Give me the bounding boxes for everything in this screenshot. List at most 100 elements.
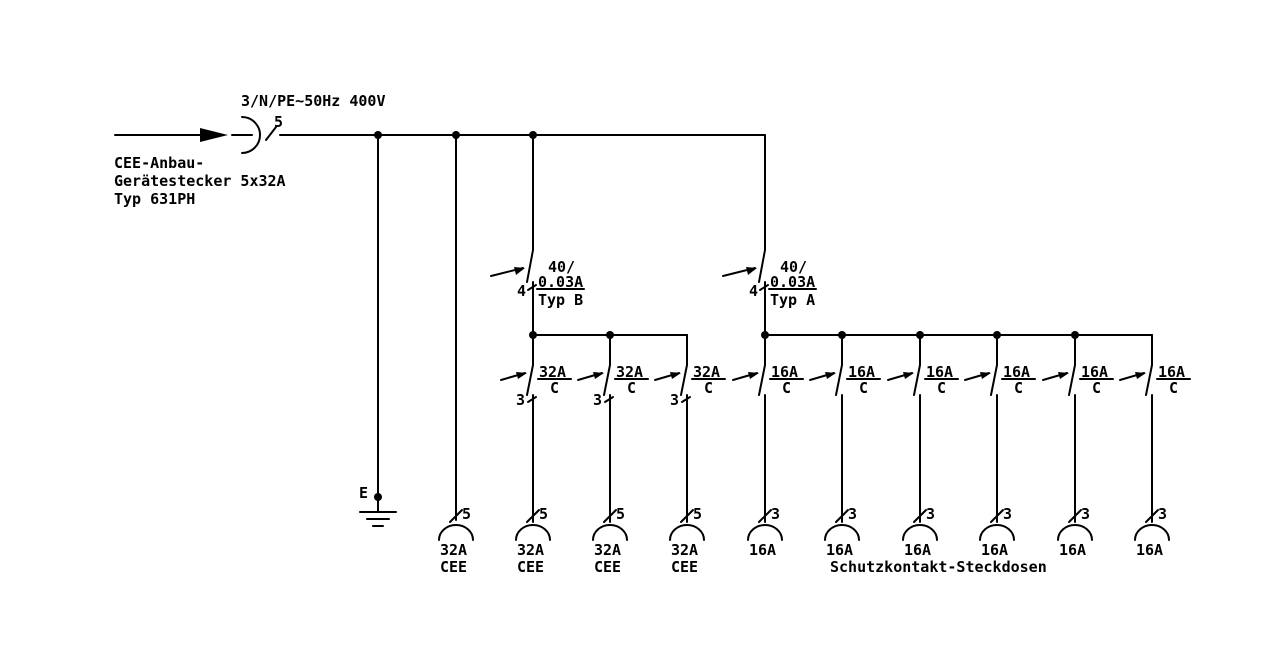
outlet-socket-icon (669, 524, 705, 541)
breaker-curve: C (1014, 379, 1023, 397)
breaker-curve: C (1092, 379, 1101, 397)
outlet-rating: 16A (1136, 541, 1163, 559)
outlet-conductor-count: 3 (771, 505, 780, 523)
plug-label-line-2: Gerätestecker 5x32A (114, 172, 286, 190)
rcd-a-contact (758, 249, 766, 283)
breaker-actuator-head (748, 372, 759, 379)
outlet-conductor-count: 5 (693, 505, 702, 523)
supply-conductor-tick (265, 126, 277, 141)
breaker-rating: 16A (1003, 363, 1030, 381)
outlet-conductor-count: 5 (539, 505, 548, 523)
outlet-rating: 16A (981, 541, 1008, 559)
outlet-conductor-tick (1068, 509, 1082, 523)
rcd-b-actuator-head (514, 267, 525, 275)
outlet-conductor-count: 3 (1158, 505, 1167, 523)
outlet-rating: 32A (594, 541, 621, 559)
breaker-poles: 3 (593, 391, 602, 409)
breaker-actuator-head (980, 372, 991, 379)
outlet-10: 3 16A (1134, 444, 1170, 559)
breaker-curve: C (704, 379, 713, 397)
outlet-kind: CEE (671, 558, 698, 576)
outlet-conductor-count: 3 (926, 505, 935, 523)
breaker-actuator-head (593, 372, 604, 379)
breaker-curve: C (859, 379, 868, 397)
outlet-conductor-count: 3 (1081, 505, 1090, 523)
outlet-conductor-tick (835, 509, 849, 523)
outlet-5: 3 16A (747, 444, 783, 559)
outlet-conductor-count: 5 (462, 505, 471, 523)
breaker-curve: C (1169, 379, 1178, 397)
breaker-rating: 16A (1158, 363, 1185, 381)
outlet-9: 3 16A (1057, 444, 1093, 559)
breaker-pole-tick (604, 396, 614, 403)
rcd-a-pole-tick (759, 284, 769, 291)
rcd-a-trip: 0.03A (770, 273, 815, 291)
outlet-socket-icon (438, 524, 474, 541)
outlet-rating: 16A (1059, 541, 1086, 559)
outlet-conductor-tick (1145, 509, 1159, 523)
rcd-a-rating: 40/ (780, 258, 807, 276)
supply-arrow-head (200, 128, 228, 142)
supply-plug-socket-icon (241, 116, 261, 154)
breaker-actuator-head (1135, 372, 1146, 379)
breaker-rating: 16A (771, 363, 798, 381)
breaker-rating: 16A (926, 363, 953, 381)
breaker-actuator-head (670, 372, 681, 379)
plug-label-line-3: Typ 631PH (114, 190, 195, 208)
outlet-conductor-tick (449, 509, 463, 523)
main-busbar (279, 131, 766, 251)
outlets: 532ACEE532ACEE532ACEE532ACEE316A316A316A… (438, 444, 1170, 576)
supply-voltage-label: 3/N/PE~50Hz 400V (241, 92, 386, 110)
breaker-rating: 32A (616, 363, 643, 381)
earth-connection: E (359, 134, 397, 527)
breaker-contact (603, 364, 611, 396)
outlet-conductor-count: 3 (1003, 505, 1012, 523)
breaker-actuator-head (903, 372, 914, 379)
breaker-pole-tick (527, 396, 537, 403)
distribution-bars (529, 331, 1153, 339)
plug-label-line-1: CEE-Anbau- (114, 154, 204, 172)
outlet-rating: 16A (826, 541, 853, 559)
supply-conductor-count: 5 (274, 113, 283, 131)
outlet-8: 3 16A (979, 444, 1015, 559)
rcd-a-type: Typ A (770, 291, 815, 309)
rcd-type-b: 4 40/ 0.03A Typ B (490, 134, 585, 336)
outlet-socket-icon (979, 524, 1015, 541)
rcd-a-actuator-head (746, 267, 757, 275)
rcd-b-type: Typ B (538, 291, 583, 309)
breaker-poles: 3 (516, 391, 525, 409)
outlet-conductor-tick (758, 509, 772, 523)
breaker-pole-tick (681, 396, 691, 403)
breaker-contact (835, 364, 843, 396)
rcd-b-pole-tick (527, 284, 537, 291)
outlet-socket-icon (747, 524, 783, 541)
breaker-contact (913, 364, 921, 396)
outlet-socket-icon (1057, 524, 1093, 541)
breaker-contact (680, 364, 688, 396)
breaker-rating: 32A (539, 363, 566, 381)
outlet-socket-icon (592, 524, 628, 541)
breaker-contact (758, 364, 766, 396)
breaker-rating: 32A (693, 363, 720, 381)
outlet-socket-icon (515, 524, 551, 541)
outlet-socket-icon (1134, 524, 1170, 541)
outlet-conductor-tick (913, 509, 927, 523)
outlet-rating: 16A (749, 541, 776, 559)
outlet-rating: 32A (517, 541, 544, 559)
rcd-b-poles: 4 (517, 282, 526, 300)
outlet-conductor-tick (603, 509, 617, 523)
earth-junction (374, 493, 382, 501)
breaker-actuator-head (825, 372, 836, 379)
